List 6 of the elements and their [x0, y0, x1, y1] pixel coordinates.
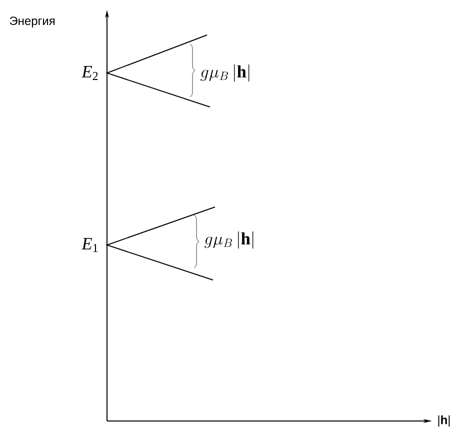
splitting-label: $g\mu_{B}\,|\mathbf{h}|$ [204, 231, 254, 249]
level-label: E$_{2}$ [82, 66, 98, 80]
axis-label: Энергия [10, 16, 55, 28]
level-label: E$_{1}$ [82, 238, 98, 252]
splitting-label: $g\mu_{B}\,|\mathbf{h}|$ [200, 64, 250, 82]
axis-label: |h| [438, 415, 450, 427]
